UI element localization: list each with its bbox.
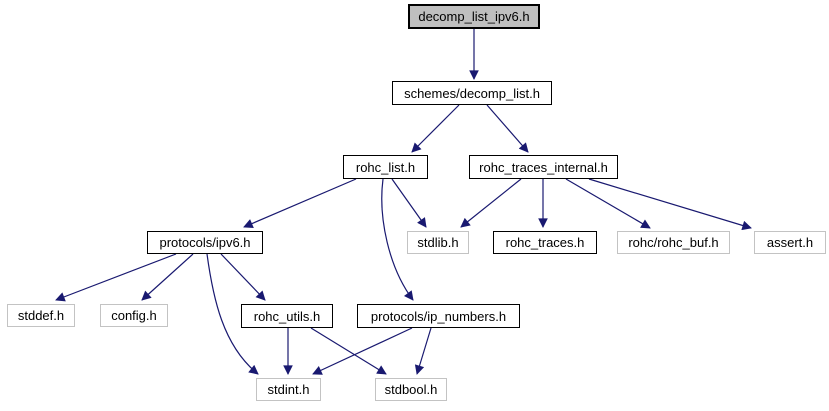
edge-protocols_ipv6-to-stddef xyxy=(55,253,177,302)
edge-schemes_decomp_list-to-rohc_list xyxy=(411,104,460,153)
graph-node-label: protocols/ipv6.h xyxy=(159,235,251,250)
graph-node-rohc_traces_internal[interactable]: rohc_traces_internal.h xyxy=(469,155,618,179)
graph-node-stdbool: stdbool.h xyxy=(375,378,447,401)
edge-protocols_ipv6-to-config xyxy=(141,253,194,301)
graph-node-rohc_list[interactable]: rohc_list.h xyxy=(343,155,428,179)
graph-node-label: stddef.h xyxy=(17,308,65,323)
graph-node-rohc_utils[interactable]: rohc_utils.h xyxy=(241,304,333,328)
edge-rohc_list-to-stdlib xyxy=(391,178,427,228)
edge-protocols_ip_numbers-to-stdint xyxy=(312,327,413,375)
graph-node-label: assert.h xyxy=(766,235,814,250)
graph-node-label: rohc/rohc_buf.h xyxy=(628,235,719,250)
edge-protocols_ipv6-to-rohc_utils xyxy=(220,253,266,301)
graph-node-label: schemes/decomp_list.h xyxy=(404,85,540,101)
graph-node-label: rohc_list.h xyxy=(355,159,416,175)
edge-rohc_traces_internal-to-assert xyxy=(588,178,752,231)
edge-rohc_traces_internal-to-stdlib xyxy=(460,178,522,228)
graph-node-rohc_traces[interactable]: rohc_traces.h xyxy=(493,231,597,254)
edge-rohc_list-to-protocols_ipv6 xyxy=(243,178,357,229)
graph-node-config: config.h xyxy=(100,304,168,327)
graph-node-schemes_decomp_list[interactable]: schemes/decomp_list.h xyxy=(392,81,552,105)
edge-schemes_decomp_list-to-rohc_traces_internal xyxy=(486,104,529,153)
graph-node-label: decomp_list_ipv6.h xyxy=(418,9,530,24)
graph-node-label: stdbool.h xyxy=(384,382,438,397)
graph-node-label: protocols/ip_numbers.h xyxy=(370,308,507,324)
graph-node-label: config.h xyxy=(111,308,157,323)
graph-node-label: stdint.h xyxy=(267,382,310,397)
graph-node-label: stdlib.h xyxy=(417,235,459,250)
graph-node-assert: assert.h xyxy=(754,231,826,254)
graph-node-protocols_ipv6[interactable]: protocols/ipv6.h xyxy=(147,231,263,254)
graph-node-stdlib: stdlib.h xyxy=(407,231,469,254)
edge-rohc_utils-to-stdbool xyxy=(310,327,387,375)
graph-node-rohc_buf: rohc/rohc_buf.h xyxy=(617,231,730,254)
graph-node-stddef: stddef.h xyxy=(7,304,75,327)
graph-node-label: rohc_utils.h xyxy=(253,308,321,324)
edge-rohc_traces_internal-to-rohc_buf xyxy=(565,178,651,229)
graph-node-stdint: stdint.h xyxy=(256,378,321,401)
graph-node-label: rohc_traces_internal.h xyxy=(479,159,608,175)
graph-node-protocols_ip_numbers[interactable]: protocols/ip_numbers.h xyxy=(357,304,520,328)
edge-protocols_ip_numbers-to-stdbool xyxy=(414,327,432,375)
graph-node-decomp_list_ipv6: decomp_list_ipv6.h xyxy=(408,4,540,29)
graph-node-label: rohc_traces.h xyxy=(505,235,585,250)
